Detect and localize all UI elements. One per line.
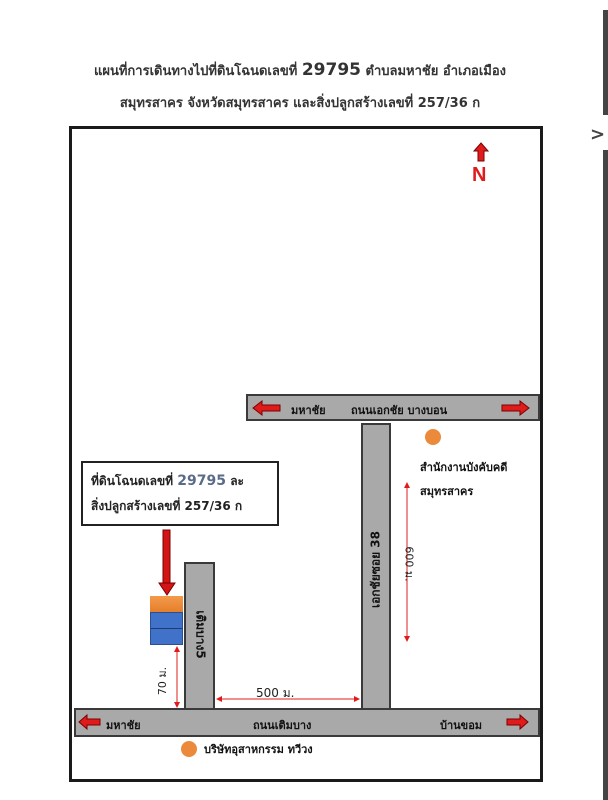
dimension-600m-arrow	[404, 482, 410, 642]
road-termbang-5-label: เติมบาง5	[193, 610, 208, 659]
road-ekachai	[246, 394, 540, 421]
road-ekachai-soi-38	[361, 423, 391, 710]
arrow-left-icon	[78, 714, 101, 730]
title-deed-number: 29795	[301, 60, 361, 80]
dimension-500m-label: 500 ม.	[256, 686, 295, 700]
map-title-line-1: แผนที่การเดินทางไปที่ดินโฉนดเลขที่ 29795…	[40, 60, 560, 81]
arrow-right-icon	[501, 400, 530, 416]
road-termbang	[74, 708, 540, 737]
viewer-scrollbar-bottom[interactable]	[603, 150, 608, 800]
map-title-line-2: สมุทรสาคร จังหวัดสมุทรสาคร และสิ่งปลูกสร…	[119, 96, 481, 111]
viewer-scrollbar-top[interactable]	[603, 10, 608, 115]
road-ekachai-name: ถนนเอกชัย บางบอน	[351, 404, 448, 417]
road-soi-38-label: เอกชัยซอย 38	[368, 531, 383, 609]
map-frame	[69, 126, 543, 782]
property-pointer-arrow-icon	[158, 529, 176, 596]
court-marker-icon	[425, 429, 441, 445]
callout-line-1: ที่ดินโฉนดเลขที่ 29795 ละ	[91, 469, 269, 494]
road-termbang-name: ถนนเติมบาง	[253, 719, 312, 732]
callout-line-2: สิ่งปลูกสร้างเลขที่ 257/36 ก	[91, 499, 243, 513]
arrow-left-icon	[252, 400, 281, 416]
north-arrow-icon	[472, 142, 490, 162]
property-callout: ที่ดินโฉนดเลขที่ 29795 ละ สิ่งปลูกสร้างเ…	[81, 461, 279, 526]
building-roof	[150, 596, 183, 612]
court-label-line-2: สมุทรสาคร	[420, 485, 474, 498]
title-suffix: ตำบลมหาชัย อำเภอเมือง	[365, 64, 506, 79]
road-termbang-5	[184, 562, 215, 710]
arrow-right-icon	[506, 714, 529, 730]
court-label: สำนักงานบังคับคดี สมุทรสาคร	[420, 456, 507, 504]
dimension-70m-label: 70 ม.	[156, 666, 170, 696]
dimension-600m-label: 600 ม.	[402, 546, 416, 582]
dimension-70m-arrow	[174, 646, 180, 708]
north-label: N	[472, 164, 487, 186]
road-termbang-left-label: มหาชัย	[106, 719, 141, 732]
dimension-500m-arrow	[216, 696, 360, 702]
road-ekachai-left-label: มหาชัย	[291, 404, 326, 417]
title-prefix: แผนที่การเดินทางไปที่ดินโฉนดเลขที่	[93, 64, 298, 79]
callout-deed-number: 29795	[177, 473, 226, 489]
factory-marker-icon	[181, 741, 197, 757]
court-label-line-1: สำนักงานบังคับคดี	[420, 461, 508, 474]
callout-prefix: ที่ดินโฉนดเลขที่	[91, 474, 174, 488]
building-body	[150, 612, 183, 645]
factory-label: บริษัทอุสาหกรรม ทวีวง	[204, 743, 313, 756]
road-termbang-right-label: บ้านขอม	[440, 719, 483, 732]
next-page-chevron-icon[interactable]: >	[590, 124, 606, 145]
callout-suffix: ละ	[230, 474, 244, 488]
